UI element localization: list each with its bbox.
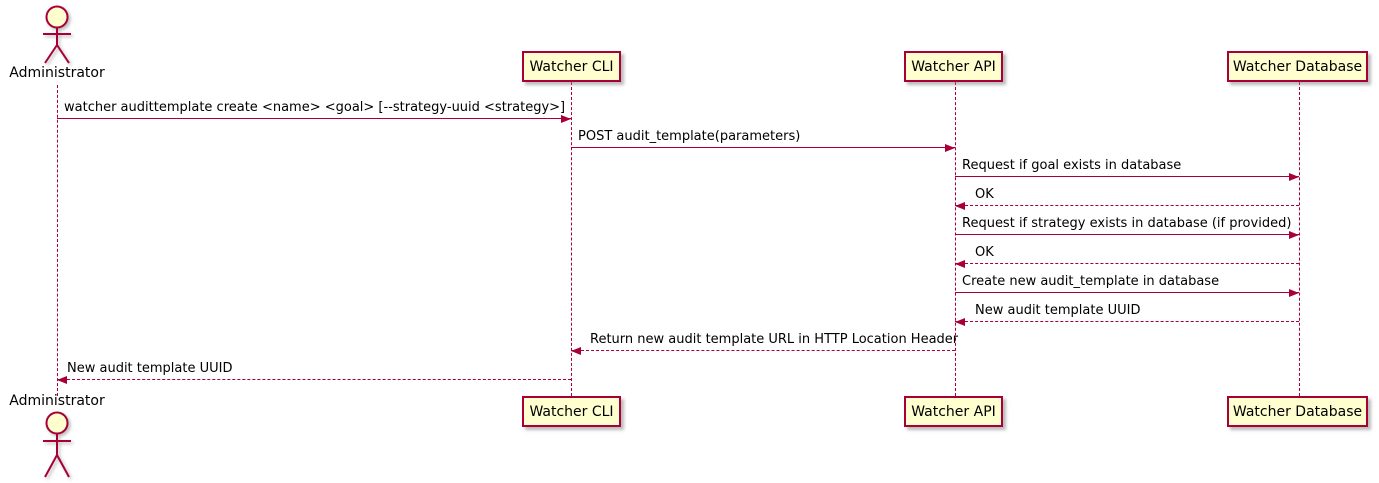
- actor-label: Administrator: [9, 65, 105, 81]
- participant-watcher-cli-bottom: Watcher CLI: [522, 396, 621, 427]
- message-create-audit-template-db: Create new audit_template in database: [955, 271, 1299, 297]
- message-label: New audit template UUID: [975, 303, 1141, 318]
- lifeline-watcher-api: [955, 82, 956, 396]
- message-line: [955, 292, 1299, 293]
- message-line: [955, 176, 1299, 177]
- message-return-url-location-header: Return new audit template URL in HTTP Lo…: [571, 329, 959, 355]
- message-create-audittemplate: watcher audittemplate create <name> <goa…: [57, 97, 571, 123]
- arrowhead-icon: [955, 260, 965, 268]
- message-line: [57, 118, 571, 119]
- message-label: OK: [975, 245, 994, 260]
- arrowhead-icon: [57, 376, 67, 384]
- message-line: [955, 205, 1299, 206]
- arrowhead-icon: [955, 202, 965, 210]
- participant-watcher-cli: Watcher CLI: [522, 51, 621, 82]
- message-line: [955, 263, 1299, 264]
- message-ok-goal: OK: [955, 184, 1299, 210]
- message-label: Return new audit template URL in HTTP Lo…: [590, 332, 959, 347]
- message-line: [571, 350, 955, 351]
- message-label: New audit template UUID: [67, 361, 233, 376]
- arrowhead-icon: [1289, 231, 1299, 239]
- message-label: Request if strategy exists in database (…: [962, 216, 1292, 231]
- arrowhead-icon: [571, 347, 581, 355]
- message-label: POST audit_template(parameters): [578, 129, 801, 144]
- message-new-audit-template-uuid-admin: New audit template UUID: [57, 358, 571, 384]
- message-line: [955, 321, 1299, 322]
- lifeline-watcher-cli: [571, 82, 572, 396]
- message-label: OK: [975, 187, 994, 202]
- actor-label-bottom: Administrator: [9, 393, 105, 409]
- arrowhead-icon: [561, 115, 571, 123]
- message-request-goal-exists: Request if goal exists in database: [955, 155, 1299, 181]
- message-label: watcher audittemplate create <name> <goa…: [64, 100, 566, 115]
- lifeline-administrator: [57, 85, 58, 396]
- participant-watcher-api: Watcher API: [904, 51, 1003, 82]
- actor-stick-figure-icon: [43, 5, 71, 64]
- message-ok-strategy: OK: [955, 242, 1299, 268]
- arrowhead-icon: [1289, 289, 1299, 297]
- actor-stick-figure-icon: [43, 411, 71, 478]
- arrowhead-icon: [955, 318, 965, 326]
- message-label: Create new audit_template in database: [962, 274, 1220, 289]
- message-request-strategy-exists: Request if strategy exists in database (…: [955, 213, 1299, 239]
- lifeline-watcher-database: [1299, 82, 1300, 396]
- arrowhead-icon: [945, 144, 955, 152]
- message-line: [571, 147, 955, 148]
- participant-watcher-database-bottom: Watcher Database: [1227, 396, 1368, 427]
- arrowhead-icon: [1289, 173, 1299, 181]
- participant-watcher-database: Watcher Database: [1227, 51, 1368, 82]
- message-line: [57, 379, 571, 380]
- message-line: [955, 234, 1299, 235]
- message-label: Request if goal exists in database: [962, 158, 1182, 173]
- message-new-audit-template-uuid-db: New audit template UUID: [955, 300, 1299, 326]
- message-post-audit-template: POST audit_template(parameters): [571, 126, 955, 152]
- participant-watcher-api-bottom: Watcher API: [904, 396, 1003, 427]
